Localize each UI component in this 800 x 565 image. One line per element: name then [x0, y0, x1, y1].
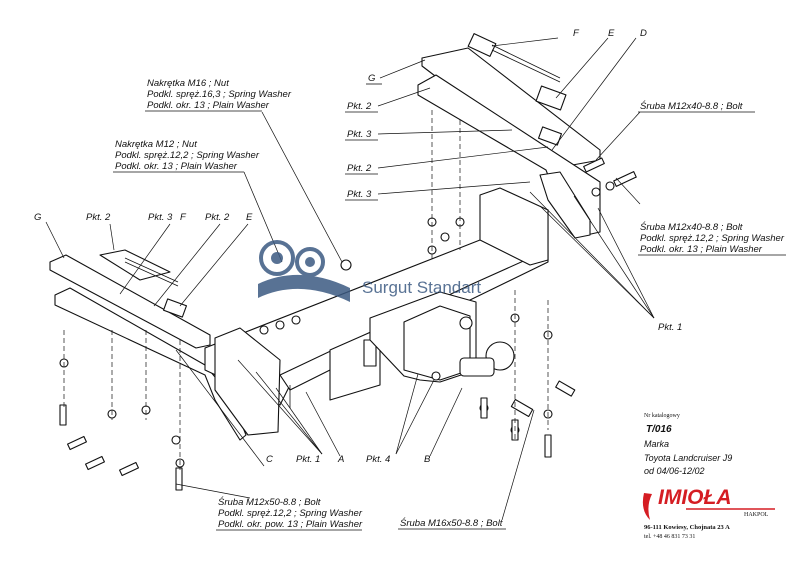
svg-text:Podkl. okr. 13 ; Plain Washer: Podkl. okr. 13 ; Plain Washer [640, 244, 763, 255]
svg-text:Podkl. okr. 13 ; Plain Washer: Podkl. okr. 13 ; Plain Washer [147, 100, 270, 111]
label-pkt1-right: Pkt. 1 [658, 322, 682, 333]
svg-text:Śruba M16x50-8.8 ; Bolt: Śruba M16x50-8.8 ; Bolt [400, 517, 503, 529]
label-g-top: G [368, 73, 375, 84]
svg-text:Nakrętka M16 ; Nut: Nakrętka M16 ; Nut [147, 78, 229, 89]
label-pkt1-bottom: Pkt. 1 [296, 454, 320, 465]
note-bolt-m12x50: Śruba M12x50-8.8 ; Bolt Podkl. spręż.12,… [216, 496, 363, 531]
label-pkt2-a: Pkt. 2 [347, 101, 372, 112]
side-plate [214, 327, 281, 436]
logo-phone: tel. +48 46 831 73 31 [644, 534, 695, 540]
label-b: B [424, 454, 431, 465]
svg-text:Podkl. spręż.12,2 ; Spring Was: Podkl. spręż.12,2 ; Spring Washer [218, 508, 363, 519]
leader-lines [45, 37, 655, 521]
bracket-e-right [535, 85, 567, 146]
label-f-top: F [573, 28, 580, 39]
svg-text:Śruba M12x40-8.8 ; Bolt: Śruba M12x40-8.8 ; Bolt [640, 100, 743, 112]
label-a: A [337, 454, 344, 465]
svg-text:Śruba M12x40-8.8 ; Bolt: Śruba M12x40-8.8 ; Bolt [640, 221, 743, 233]
label-c: C [266, 454, 273, 465]
watermark-logo [258, 240, 350, 302]
imiola-logo: IMIOŁA HAKPOL 96-111 Kowiesy, Chojnata 2… [642, 486, 775, 540]
label-e-top: E [608, 28, 615, 39]
logo-address: 96-111 Kowiesy, Chojnata 23 A [644, 524, 730, 531]
logo-name: IMIOŁA [658, 486, 732, 509]
catalog-label: Nr katalogowy [644, 413, 680, 419]
label-f-left: F [180, 212, 187, 223]
label-pkt4: Pkt. 4 [366, 454, 390, 465]
vehicle-date: od 04/06-12/02 [644, 466, 705, 476]
note-nut-m16: Nakrętka M16 ; Nut Podkl. spręż.16,3 ; S… [145, 78, 292, 112]
label-pkt3-b: Pkt. 3 [347, 189, 372, 200]
label-e-left: E [246, 212, 253, 223]
note-nut-m12: Nakrętka M12 ; Nut Podkl. spręż.12,2 ; S… [113, 139, 260, 173]
svg-text:Podkl. okr. 13 ; Plain Washer: Podkl. okr. 13 ; Plain Washer [115, 161, 238, 172]
svg-text:Śruba M12x50-8.8 ; Bolt: Śruba M12x50-8.8 ; Bolt [218, 496, 321, 508]
vehicle-model: Toyota Landcruiser J9 [644, 453, 732, 463]
watermark-text: Surgut Standart [362, 278, 481, 297]
bracket-f-right [467, 33, 561, 83]
svg-text:Podkl. spręż.12,2 ; Spring Was: Podkl. spręż.12,2 ; Spring Washer [640, 233, 785, 244]
label-pkt2-b: Pkt. 2 [347, 163, 372, 174]
fasteners [59, 110, 637, 491]
ball-plate [369, 291, 515, 383]
brand-label: Marka [644, 439, 669, 449]
label-d: D [640, 28, 647, 39]
svg-text:Podkl. okr. pow. 13 ; Plain Wa: Podkl. okr. pow. 13 ; Plain Washer [218, 519, 363, 530]
label-pkt2-left: Pkt. 2 [86, 212, 111, 223]
label-pkt3-left: Pkt. 3 [148, 212, 173, 223]
svg-text:Podkl. spręż.12,2 ; Spring Was: Podkl. spręż.12,2 ; Spring Washer [115, 150, 260, 161]
note-bolt-m12x40-right: Śruba M12x40-8.8 ; Bolt Podkl. spręż.12,… [638, 221, 786, 256]
note-bolt-m16x50: Śruba M16x50-8.8 ; Bolt [398, 517, 506, 530]
svg-text:Podkl. spręż.16,3 ; Spring Was: Podkl. spręż.16,3 ; Spring Washer [147, 89, 292, 100]
catalog-number: T/016 [646, 424, 672, 435]
bracket-g-left [49, 249, 247, 441]
label-pkt2-left-b: Pkt. 2 [205, 212, 230, 223]
label-g-left: G [34, 212, 41, 223]
logo-subtitle: HAKPOL [744, 512, 769, 518]
note-bolt-m12x40-top: Śruba M12x40-8.8 ; Bolt [638, 100, 755, 113]
svg-text:Nakrętka M12 ; Nut: Nakrętka M12 ; Nut [115, 139, 197, 150]
label-pkt3-a: Pkt. 3 [347, 129, 372, 140]
info-block: Nr katalogowy T/016 Marka Toyota Landcru… [644, 413, 732, 476]
